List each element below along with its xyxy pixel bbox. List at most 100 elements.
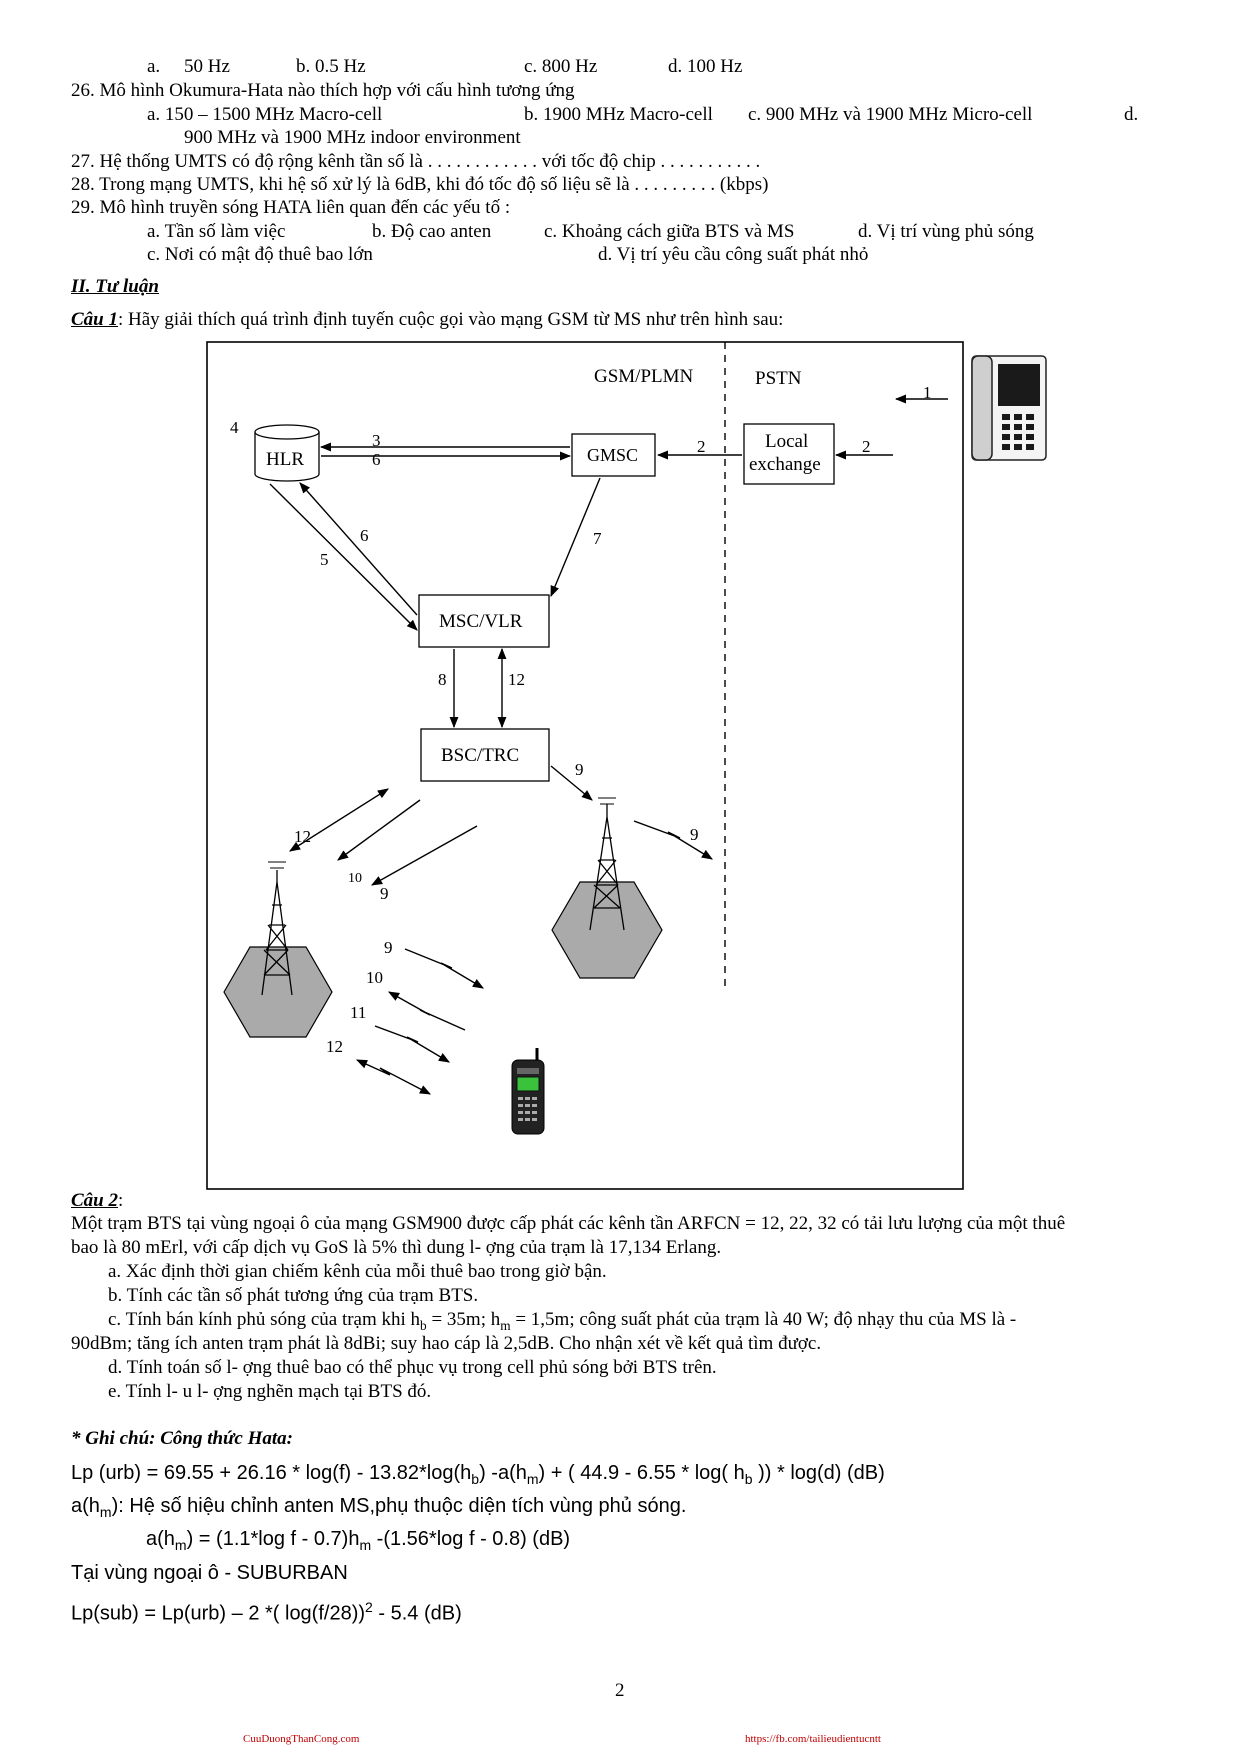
- arrow-6: [299, 482, 418, 616]
- f1-d: )) * log(d) (dB): [752, 1462, 885, 1484]
- radio-11-ms: [374, 1025, 450, 1063]
- label-10-ms: 10: [366, 968, 383, 987]
- f3-c: -(1.56*log f - 0.8) (dB): [371, 1528, 571, 1550]
- q26-option-c: c. 900 MHz và 1900 MHz Micro-cell: [748, 104, 1033, 125]
- msc-vlr-label: MSC/VLR: [439, 611, 523, 632]
- q29-option-c2: c. Nơi có mật độ thuê bao lớn: [147, 244, 373, 265]
- hlr-label: HLR: [266, 449, 304, 470]
- label-6: 6: [360, 526, 369, 545]
- gmsc-box: [571, 433, 656, 477]
- arrow-9-bts: [371, 825, 478, 886]
- msc-vlr-box: [418, 594, 550, 648]
- mobile-phone-icon: [511, 1048, 545, 1135]
- f1-sub-b: b: [471, 1471, 480, 1487]
- label-9-right: 9: [690, 825, 699, 844]
- radio-9-right: [633, 820, 713, 860]
- label-10-bts: 10: [348, 871, 362, 886]
- cau1-label: Câu 1: [71, 309, 118, 330]
- f3-sub-m: m: [174, 1537, 187, 1553]
- local-exchange-label-2: exchange: [749, 454, 821, 475]
- arrow-9-bsc: [550, 765, 593, 801]
- q25-option-b: b. 0.5 Hz: [296, 56, 366, 77]
- label-1: 1: [923, 383, 932, 402]
- f1-sub-m: m: [526, 1471, 539, 1487]
- formula-ahm-desc: a(hm): Hệ số hiệu chỉnh anten MS,phụ thu…: [71, 1495, 686, 1523]
- f3-b: ) = (1.1*log f - 0.7)h: [186, 1528, 360, 1550]
- gsm-plmn-label: GSM/PLMN: [594, 366, 694, 387]
- sub-m: m: [500, 1317, 511, 1333]
- q27: 27. Hệ thống UMTS có độ rộng kênh tần số…: [71, 151, 761, 172]
- label-7: 7: [593, 529, 602, 548]
- label-3: 3: [372, 431, 381, 450]
- cau2-item-c-end: = 1,5m; công suất phát của trạm là 40 W;…: [510, 1309, 1017, 1330]
- diagram-frame: [206, 341, 964, 1190]
- arrow-10-bts: [337, 799, 421, 861]
- q25-option-c: c. 800 Hz: [524, 56, 598, 77]
- label-12-bts: 12: [294, 827, 311, 846]
- label-9-bsc: 9: [575, 760, 584, 779]
- q26-option-a: a. 150 – 1500 MHz Macro-cell: [147, 104, 383, 125]
- f2-b: ): Hệ số hiệu chỉnh anten MS,phụ thuộc d…: [111, 1495, 687, 1517]
- q26-option-d-text: 900 MHz và 1900 MHz indoor environment: [184, 127, 521, 148]
- label-8: 8: [438, 670, 447, 689]
- q26-option-b: b. 1900 MHz Macro-cell: [524, 104, 713, 125]
- cau2-item-a: a. Xác định thời gian chiếm kênh của mỗi…: [108, 1261, 607, 1282]
- bts-left: [223, 861, 333, 1038]
- bsc-trc-box: [420, 728, 550, 782]
- arrow-12-bts: [289, 788, 389, 852]
- cau2-paragraph-1: Một trạm BTS tại vùng ngoại ô của mạng G…: [71, 1213, 1066, 1234]
- cau2-item-c: c. Tính bán kính phủ sóng của trạm khi h…: [108, 1309, 1016, 1337]
- local-exchange-label-1: Local: [765, 431, 808, 452]
- cau2-item-c-cont: 90dBm; tăng ích anten trạm phát là 8dBi;…: [71, 1333, 822, 1354]
- sub-b: b: [420, 1317, 427, 1333]
- bts-right: [551, 797, 663, 979]
- formula-suburban-title: Tại vùng ngoại ô - SUBURBAN: [71, 1562, 348, 1584]
- note-title: * Ghi chú: Công thức Hata:: [71, 1428, 293, 1449]
- q29-option-c: c. Khoảng cách giữa BTS và MS: [544, 221, 795, 242]
- q25-option-a-label: a.: [147, 56, 161, 77]
- f3-sub-m2: m: [359, 1537, 372, 1553]
- f1-b: ) -a(h: [479, 1462, 527, 1484]
- q28: 28. Trong mạng UMTS, khi hệ số xử lý là …: [71, 174, 769, 195]
- label-12-msc: 12: [508, 670, 525, 689]
- cau2-item-d: d. Tính toán số l- ợng thuê bao có thể p…: [108, 1357, 717, 1378]
- q29-option-b: b. Độ cao anten: [372, 221, 492, 242]
- f3-a: a(h: [146, 1528, 175, 1550]
- pstn-label: PSTN: [755, 368, 802, 389]
- formula-lp-suburban: Lp(sub) = Lp(urb) – 2 *( log(f/28))2 - 5…: [71, 1596, 462, 1625]
- section-title: II. Tư luận: [71, 276, 159, 297]
- label-5: 5: [320, 550, 329, 569]
- q29-option-d: d. Vị trí vùng phủ sóng: [858, 221, 1034, 242]
- q25-option-d: d. 100 Hz: [668, 56, 743, 77]
- f2-sub-m: m: [99, 1504, 112, 1520]
- cau1-text: : Hãy giải thích quá trình định tuyến cu…: [118, 309, 784, 330]
- footer-left-link[interactable]: CuuDuongThanCong.com: [243, 1733, 360, 1745]
- radio-9-ms: [404, 948, 484, 989]
- f5-sup: 2: [365, 1599, 373, 1615]
- q26-title: 26. Mô hình Okumura-Hata nào thích hợp v…: [71, 80, 575, 101]
- f1-a: Lp (urb) = 69.55 + 26.16 * log(f) - 13.8…: [71, 1462, 472, 1484]
- q25-option-a: 50 Hz: [184, 56, 230, 77]
- q29-title: 29. Mô hình truyền sóng HATA liên quan đ…: [71, 197, 511, 218]
- hlr-node: HLR: [254, 424, 320, 482]
- f1-sub-b2: b: [744, 1471, 753, 1487]
- label-4: 4: [230, 418, 239, 437]
- cau2-label: Câu 2: [71, 1190, 118, 1211]
- label-12-ms: 12: [326, 1037, 343, 1056]
- f1-c: ) + ( 44.9 - 6.55 * log( h: [538, 1462, 745, 1484]
- q29-option-d2: d. Vị trí yêu cầu công suất phát nhỏ: [598, 244, 869, 265]
- formula-ahm: a(hm) = (1.1*log f - 0.7)hm -(1.56*log f…: [146, 1528, 570, 1556]
- arrow-5: [269, 483, 418, 631]
- f5-b: - 5.4 (dB): [372, 1602, 462, 1625]
- cau2-heading: Câu 2:: [71, 1190, 123, 1212]
- cau2-item-c-text: c. Tính bán kính phủ sóng của trạm khi h: [108, 1309, 421, 1330]
- footer-right-link[interactable]: https://fb.com/tailieudientucntt: [745, 1733, 881, 1745]
- f2-a: a(h: [71, 1495, 100, 1517]
- desk-telephone-icon: [971, 355, 1047, 461]
- label-6-top: 6: [372, 450, 381, 469]
- cau2-item-e: e. Tính l- u l- ợng nghẽn mạch tại BTS đ…: [108, 1381, 432, 1402]
- local-exchange-box: [743, 423, 835, 485]
- cau1-line: Câu 1: Hãy giải thích quá trình định tuy…: [71, 309, 783, 331]
- label-2-pstn: 2: [862, 437, 871, 456]
- arrow-7: [550, 477, 601, 598]
